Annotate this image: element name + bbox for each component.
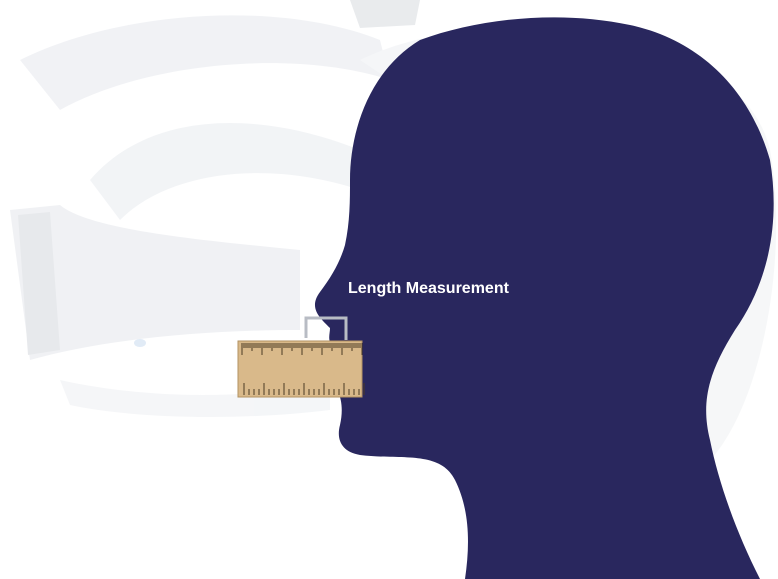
mask-fitting (350, 0, 420, 28)
ruler-body (238, 341, 362, 397)
head-silhouette (315, 17, 774, 579)
ruler-icon (238, 341, 364, 397)
length-measurement-label: Length Measurement (348, 280, 509, 298)
mask-clip-dot (134, 339, 146, 347)
mask-mid-strap (90, 123, 360, 220)
mask-top-strap (20, 15, 390, 110)
